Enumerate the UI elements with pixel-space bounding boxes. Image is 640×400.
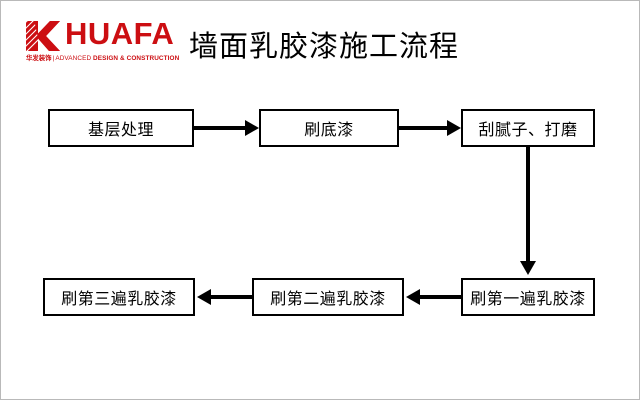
arrow-left-icon	[406, 289, 420, 305]
flow-edge-first-to-second-coat	[420, 295, 461, 299]
flow-node-label: 刮腻子、打磨	[478, 122, 578, 139]
slide-header: HUAFA 华发装饰|ADVANCED DESIGN & CONSTRUCTIO…	[1, 1, 639, 87]
arrow-right-icon	[245, 120, 259, 136]
flow-node-putty-sand[interactable]: 刮腻子、打磨	[461, 109, 595, 147]
logo-subtitle-en-light: ADVANCED	[55, 55, 94, 62]
flow-node-second-coat[interactable]: 刷第二遍乳胶漆	[252, 278, 404, 316]
logo-subtitle-en-bold: DESIGN & CONSTRUCTION	[93, 55, 180, 62]
arrow-down-icon	[520, 261, 536, 275]
flow-node-first-coat[interactable]: 刷第一遍乳胶漆	[461, 278, 595, 316]
logo-subtitle: 华发装饰|ADVANCED DESIGN & CONSTRUCTION	[26, 54, 179, 63]
page-title: 墙面乳胶漆施工流程	[189, 31, 460, 63]
logo-wordmark: HUAFA	[65, 16, 175, 51]
huafa-logo: HUAFA 华发装饰|ADVANCED DESIGN & CONSTRUCTIO…	[25, 16, 179, 69]
flow-node-label: 刷第三遍乳胶漆	[61, 291, 177, 308]
flow-edge-primer-to-putty	[399, 126, 447, 130]
huafa-k-mark-icon	[26, 21, 60, 51]
flow-edge-putty-to-first-coat	[526, 147, 530, 261]
flow-edge-second-to-third-coat	[211, 295, 252, 299]
logo-subtitle-divider: |	[52, 55, 55, 62]
flow-node-label: 刷第二遍乳胶漆	[270, 291, 386, 308]
flow-edge-base-to-primer	[194, 126, 245, 130]
flow-node-label: 基层处理	[87, 122, 154, 139]
arrow-left-icon	[197, 289, 211, 305]
flow-node-label: 刷第一遍乳胶漆	[470, 291, 586, 308]
logo-subtitle-cn: 华发装饰	[26, 55, 52, 62]
flow-node-base-treatment[interactable]: 基层处理	[48, 109, 194, 147]
flow-node-primer[interactable]: 刷底漆	[259, 109, 399, 147]
flow-node-third-coat[interactable]: 刷第三遍乳胶漆	[43, 278, 195, 316]
flow-node-label: 刷底漆	[304, 122, 354, 139]
arrow-right-icon	[447, 120, 461, 136]
